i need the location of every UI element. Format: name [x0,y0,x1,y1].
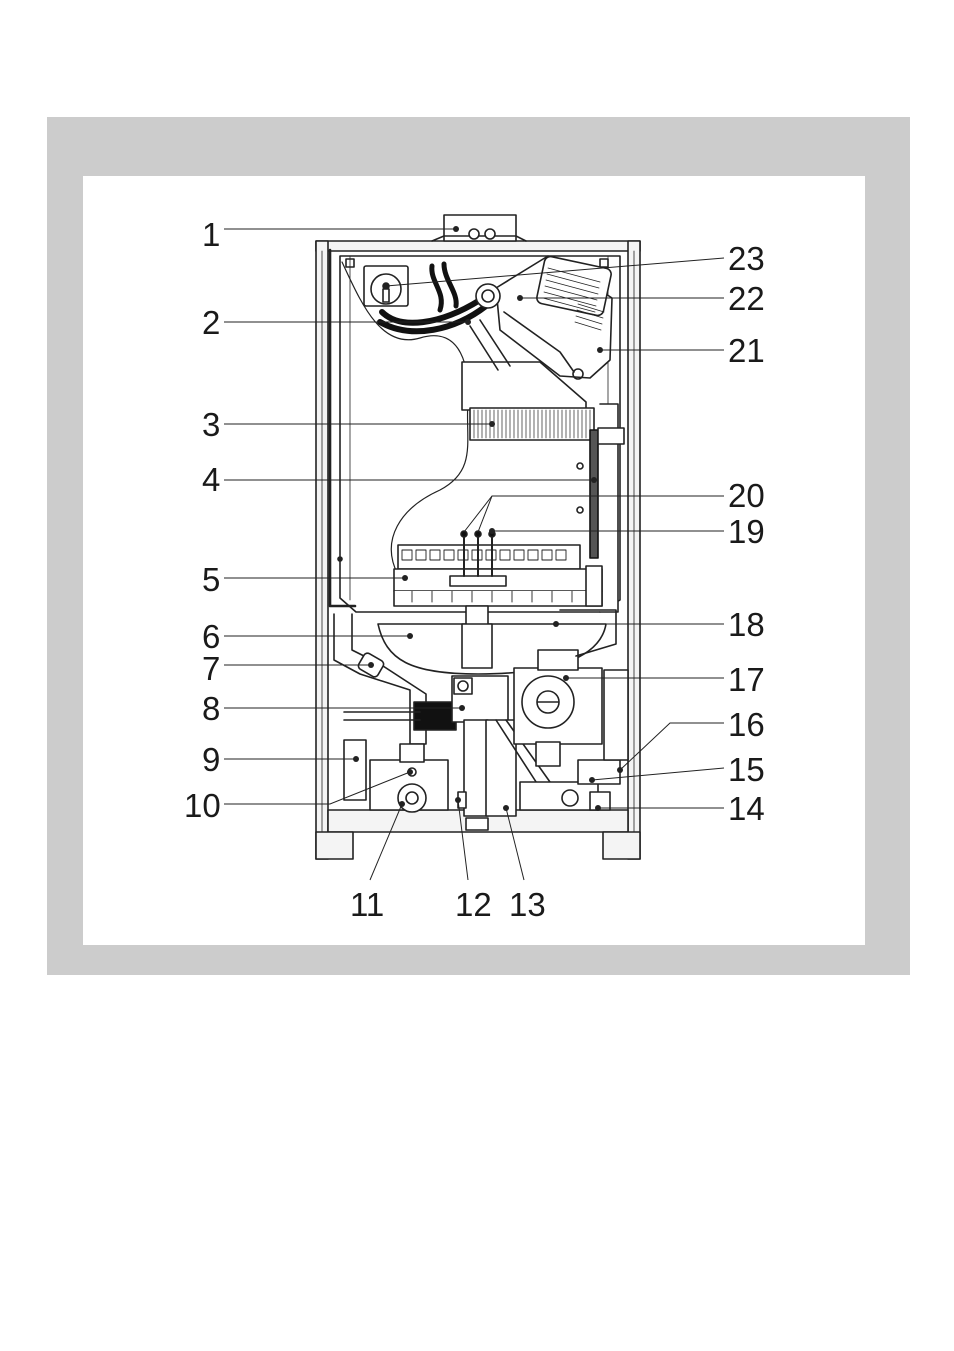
callout-12: 12 [455,886,492,923]
callout-15: 15 [728,751,765,788]
callout-8: 8 [202,690,220,727]
callout-21: 21 [728,332,765,369]
callout-20: 20 [728,477,765,514]
callout-11: 11 [350,886,384,923]
callout-10: 10 [184,787,221,824]
callout-17: 17 [728,661,765,698]
callout-19: 19 [728,513,765,550]
callout-13: 13 [509,886,546,923]
callout-23: 23 [728,240,765,277]
flue-connector [432,215,526,241]
callout-7: 7 [202,650,220,687]
callout-9: 9 [202,741,220,778]
callout-22: 22 [728,280,765,317]
callout-1: 1 [202,216,220,253]
callout-16: 16 [728,706,765,743]
callout-18: 18 [728,606,765,643]
callout-5: 5 [202,561,220,598]
callout-3: 3 [202,406,220,443]
callout-14: 14 [728,790,765,827]
burner [394,545,602,606]
callout-2: 2 [202,304,220,341]
callout-4: 4 [202,461,220,498]
